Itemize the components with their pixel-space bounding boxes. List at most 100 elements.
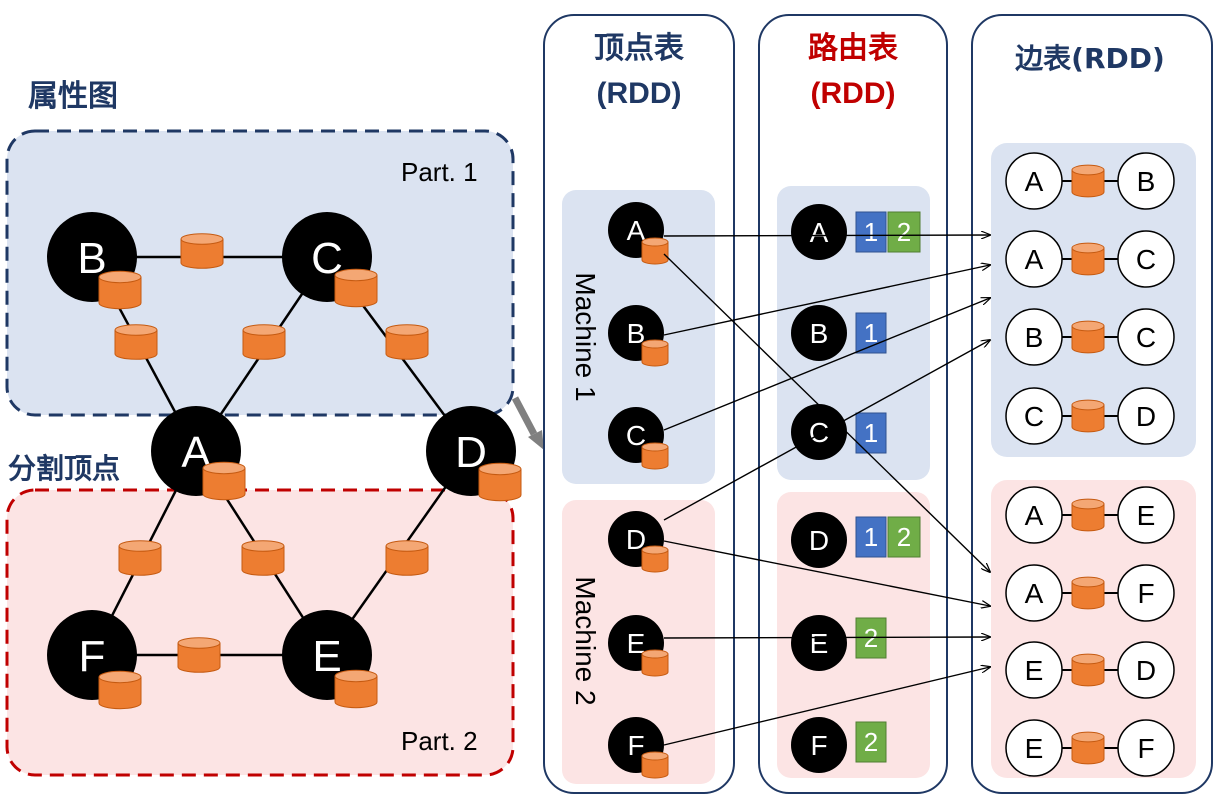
- svg-text:C: C: [1024, 401, 1044, 432]
- edge-src-vertex: B: [1005, 308, 1063, 366]
- svg-text:2: 2: [897, 217, 911, 247]
- edge-property-icon: [241, 540, 285, 576]
- arrow-c-to-edge-bc: [663, 298, 990, 431]
- edge-src-vertex: A: [1005, 152, 1063, 210]
- svg-text:C: C: [1136, 244, 1156, 275]
- svg-text:A: A: [810, 217, 829, 248]
- part2-label: Part. 2: [401, 726, 478, 756]
- edge-property-icon: [1071, 164, 1105, 198]
- graph-edge-property-icons: [114, 233, 429, 673]
- routing-row-b: B 1: [791, 305, 887, 361]
- edge-dst-vertex: E: [1117, 486, 1175, 544]
- svg-text:E: E: [627, 628, 646, 659]
- svg-text:2: 2: [864, 727, 878, 757]
- edge-property-icon: [114, 324, 158, 360]
- vertex-property-icon: [202, 461, 246, 501]
- routing-row-a: A 1 2: [791, 204, 921, 260]
- edge-dst-vertex: D: [1117, 387, 1175, 445]
- svg-text:C: C: [809, 417, 829, 448]
- vertex-property-icon: [98, 270, 142, 310]
- svg-text:F: F: [627, 730, 644, 761]
- graph-node-property-icons: [98, 268, 522, 710]
- svg-text:1: 1: [864, 418, 878, 448]
- vertex-property-icons: [641, 237, 669, 779]
- vertex-property-icon: [641, 751, 669, 779]
- vertex-property-icon: [334, 268, 378, 308]
- svg-text:B: B: [810, 318, 829, 349]
- arrow-e-to-edge-ed: [663, 637, 990, 638]
- edge-property-icon: [177, 637, 221, 673]
- partition-tag-2: [887, 516, 921, 558]
- edge-property-icon: [385, 540, 429, 576]
- arrow-b-to-edge-ac: [663, 265, 990, 336]
- svg-text:D: D: [809, 525, 829, 556]
- svg-text:E: E: [312, 632, 341, 681]
- arrow-d-to-edge-cd: [663, 340, 990, 521]
- property-graph-title: 属性图: [28, 79, 118, 114]
- edge-property-icon: [1071, 498, 1105, 532]
- vertex-cut-title: 分割顶点: [8, 452, 120, 485]
- vertex-table-column: 顶点表 (RDD) Machine 1 Machine 2 A B C D: [543, 14, 735, 794]
- svg-text:B: B: [1137, 166, 1156, 197]
- edge-src-vertex: A: [1005, 230, 1063, 288]
- partition-tag-1: [855, 211, 887, 253]
- svg-text:A: A: [1025, 244, 1044, 275]
- svg-text:E: E: [1025, 733, 1044, 764]
- svg-text:E: E: [810, 628, 829, 659]
- vertex-table-title: 顶点表: [594, 31, 684, 66]
- edge-property-icon: [1071, 576, 1105, 610]
- edge-src-vertex: C: [1005, 387, 1063, 445]
- arrow-a-to-edge-af: [663, 253, 990, 572]
- svg-text:C: C: [626, 420, 646, 451]
- edge-dst-vertex: F: [1117, 719, 1175, 777]
- routing-table-subtitle: (RDD): [811, 77, 896, 110]
- svg-text:A: A: [627, 215, 646, 246]
- svg-text:F: F: [810, 730, 827, 761]
- edge-property-icon: [1071, 731, 1105, 765]
- vertex-property-icon: [641, 545, 669, 573]
- svg-text:F: F: [1137, 578, 1154, 609]
- svg-text:A: A: [1025, 578, 1044, 609]
- routing-row-d: D 1 2: [791, 512, 921, 568]
- edge-part2-region: [991, 480, 1196, 778]
- svg-text:2: 2: [897, 522, 911, 552]
- routing-rows: A 1 2 B 1 C 1 D 1: [791, 204, 921, 773]
- edge-src-vertex: A: [1005, 564, 1063, 622]
- svg-text:B: B: [1025, 322, 1044, 353]
- edge-dst-vertex: D: [1117, 641, 1175, 699]
- edge-property-icon: [1071, 320, 1105, 354]
- routing-table-column: 路由表 (RDD) A 1 2 B 1 C 1: [758, 14, 948, 794]
- vertex-property-icon: [478, 462, 522, 502]
- svg-text:F: F: [79, 632, 106, 681]
- vertex-property-icon: [98, 670, 142, 710]
- property-graph-panel: 属性图 分割顶点 Part. 1 Part. 2 B C: [5, 79, 544, 777]
- arrow-d-to-edge-af: [663, 540, 990, 606]
- machine1-label: Machine 1: [570, 272, 601, 401]
- vertex-property-icon: [641, 237, 669, 265]
- svg-text:D: D: [1136, 655, 1156, 686]
- svg-text:B: B: [627, 318, 646, 349]
- svg-text:D: D: [1136, 401, 1156, 432]
- edge-property-icon: [1071, 242, 1105, 276]
- partition-tag-2: [855, 721, 887, 763]
- edge-property-icon: [1071, 653, 1105, 687]
- vertex-property-icon: [641, 339, 669, 367]
- edge-part1-region: [991, 143, 1196, 457]
- svg-text:D: D: [626, 524, 646, 555]
- edge-src-vertex: E: [1005, 719, 1063, 777]
- svg-text:C: C: [1136, 322, 1156, 353]
- arrow-a-to-edge-ab: [663, 235, 990, 236]
- partition-tag-2: [887, 211, 921, 253]
- mapping-arrows: [663, 235, 990, 746]
- edge-src-vertex: E: [1005, 641, 1063, 699]
- svg-text:1: 1: [864, 217, 878, 247]
- edge-dst-vertex: B: [1117, 152, 1175, 210]
- svg-text:1: 1: [864, 522, 878, 552]
